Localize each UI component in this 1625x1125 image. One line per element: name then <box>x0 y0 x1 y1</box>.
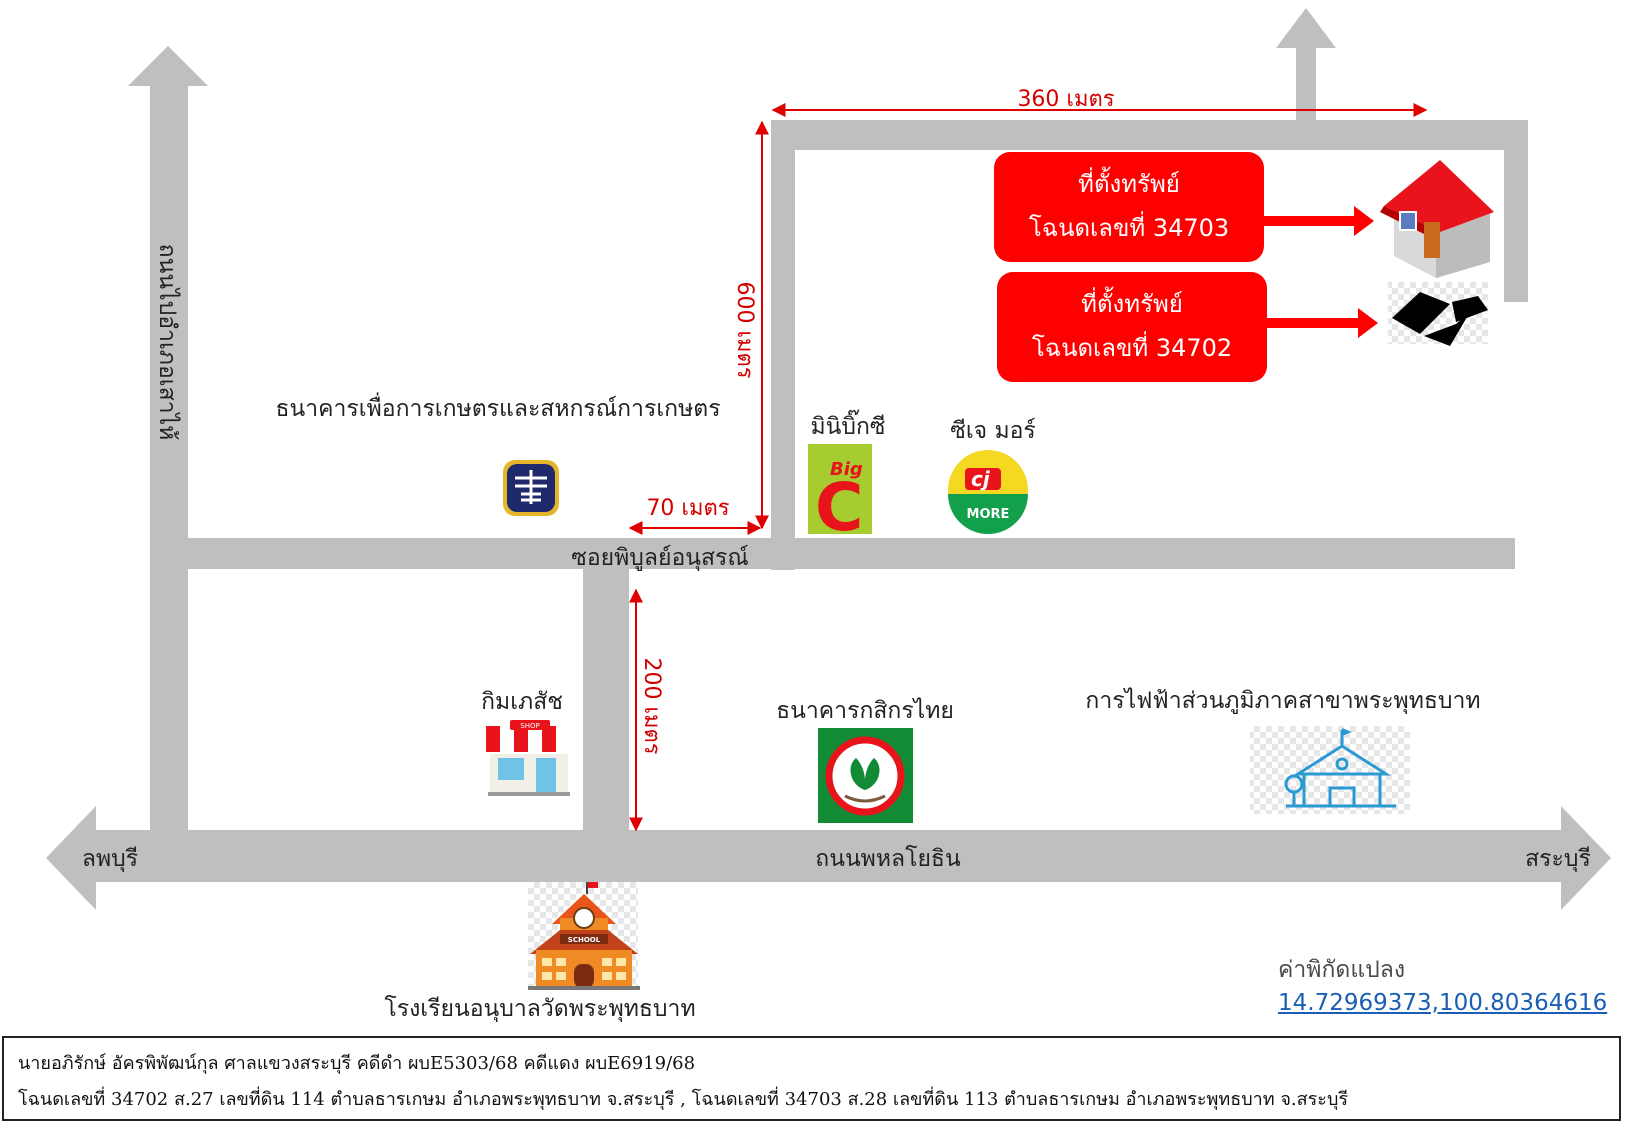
pea-label: การไฟฟ้าส่วนภูมิภาคสาขาพระพุทธบาท <box>1085 687 1480 714</box>
baac-logo-icon <box>503 460 559 516</box>
connector-road <box>583 538 629 838</box>
shop-icon: SHOP <box>486 720 574 796</box>
big-c-letter: C <box>815 469 863 546</box>
right-city-label: สระบุรี <box>1525 846 1591 872</box>
property-box-title: ที่ตั้งทรัพย์ <box>1078 166 1180 198</box>
big-c-small-text: Big <box>830 459 863 480</box>
shop-sign-text: SHOP <box>520 722 539 730</box>
cj-logo-more: MORE <box>967 507 1010 522</box>
property-box-34703: ที่ตั้งทรัพย์ โฉนดเลขที่ 34703 <box>994 152 1264 262</box>
coordinates-block: ค่าพิกัดแปลง 14.72969373,100.80364616 <box>1278 952 1607 1016</box>
house-icon <box>1380 160 1494 278</box>
case-info-line-1: นายอภิรักษ์ อัครพิพัฒน์กุล ศาลแขวงสระบุร… <box>18 1053 696 1074</box>
property-box-34702: ที่ตั้งทรัพย์ โฉนดเลขที่ 34702 <box>997 272 1267 382</box>
soi-road <box>150 538 1515 569</box>
right-stub-road <box>1504 120 1528 302</box>
cj-more-label: ซีเจ มอร์ <box>950 417 1036 444</box>
case-info-footer: นายอภิรักษ์ อัครพิพัฒน์กุล ศาลแขวงสระบุร… <box>2 1036 1621 1121</box>
coordinates-link[interactable]: 14.72969373,100.80364616 <box>1278 990 1608 1016</box>
pharmacy-label: กิมเภสัช <box>481 689 563 715</box>
distance-lower-label: 200 เมตร <box>639 657 664 754</box>
baac-label: ธนาคารเพื่อการเกษตรและสหกรณ์การเกษตร <box>275 392 720 422</box>
cj-more-logo-icon: cj MORE <box>948 450 1028 534</box>
property-arrows <box>1264 206 1378 338</box>
kasikorn-logo-icon <box>818 728 913 823</box>
top-road <box>771 120 1527 150</box>
left-vertical-road <box>128 46 208 882</box>
big-c-logo-icon: Big C <box>808 444 872 546</box>
left-city-label: ลพบุรี <box>82 846 138 872</box>
distance-vertical-label: 600 เมตร <box>732 281 757 378</box>
property-box-deed: โฉนดเลขที่ 34703 <box>1029 211 1229 242</box>
distance-soi-label: 70 เมตร <box>646 496 729 521</box>
school-icon: SCHOOL <box>528 882 640 990</box>
kasikorn-label: ธนาคารกสิกรไทย <box>776 697 954 724</box>
property-arrow-34703 <box>1264 206 1374 236</box>
property-box-title: ที่ตั้งทรัพย์ <box>1081 286 1183 318</box>
cj-logo-letters: cj <box>971 467 991 491</box>
pea-building-icon <box>1250 726 1410 814</box>
top-arrow-road <box>1276 8 1336 122</box>
main-road-label: ถนนพหลโยธิน <box>815 845 961 872</box>
property-arrow-34702 <box>1267 308 1378 338</box>
roads <box>46 8 1611 910</box>
school-label: โรงเรียนอนุบาลวัดพระพุทธบาท <box>384 995 695 1022</box>
case-info-line-2: โฉนดเลขที่ 34702 ส.27 เลขที่ดิน 114 ตำบล… <box>18 1089 1349 1110</box>
land-plot-icon <box>1388 282 1488 346</box>
mini-big-c-label: มินิบิ๊กซี <box>810 409 885 440</box>
soi-road-label: ซอยพิบูลย์อนุสรณ์ <box>571 544 749 571</box>
main-road <box>46 806 1611 910</box>
vertical-road-label: ถนนไปอำเภอเสาไห้ <box>154 244 181 441</box>
school-sign-text: SCHOOL <box>568 936 601 944</box>
coordinates-title: ค่าพิกัดแปลง <box>1278 957 1406 983</box>
distance-markers <box>628 103 1428 832</box>
distance-top-label: 360 เมตร <box>1017 87 1114 112</box>
property-box-deed: โฉนดเลขที่ 34702 <box>1032 331 1232 362</box>
property-access-road <box>771 120 795 570</box>
